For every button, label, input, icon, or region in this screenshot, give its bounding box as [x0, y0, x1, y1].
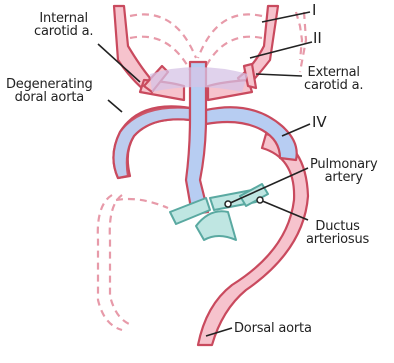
degenerating-line-2: doral aorta [6, 91, 93, 104]
arch-1-degenerated-right [198, 14, 262, 58]
ductus-dot [257, 197, 263, 203]
vessels-pink [114, 6, 308, 345]
arch-1-degenerated-left [130, 14, 196, 58]
arch-4-text: IV [312, 116, 327, 129]
arch-2-text: II [313, 32, 322, 45]
external-carotid-line-2: carotid a. [304, 79, 363, 92]
right-internal-carotid [114, 6, 150, 90]
arch-6-right-degenerated [116, 199, 168, 208]
leader-degenerating-dorsal [108, 100, 122, 112]
pulmonary-trunk [196, 211, 236, 240]
arch-1-text: I [312, 4, 316, 17]
right-arch-4-blue [113, 108, 190, 179]
label-degenerating-dorsal-aorta: Degenerating doral aorta [6, 78, 93, 104]
left-arch-4-blue [206, 107, 297, 160]
left-dorsal-degenerated-upper [296, 12, 302, 60]
label-pulmonary-artery: Pulmonary artery [310, 158, 378, 184]
label-ductus-arteriosus: Ductus arteriosus [306, 220, 369, 246]
pulmonary-dot [225, 201, 231, 207]
label-arch-4: IV [312, 116, 327, 129]
dorsal-aorta-text: Dorsal aorta [234, 322, 312, 335]
leader-arch-2 [250, 42, 312, 58]
label-internal-carotid: Internal carotid a. [34, 12, 93, 38]
ductus-line-2: arteriosus [306, 233, 369, 246]
leader-external-carotid [256, 74, 302, 76]
label-arch-2: II [313, 32, 322, 45]
dorsal-aorta [198, 134, 308, 345]
label-external-carotid: External carotid a. [304, 66, 363, 92]
right-dorsal-degenerated-b [110, 195, 132, 325]
internal-carotid-line-2: carotid a. [34, 25, 93, 38]
right-dorsal-degenerated-a [98, 195, 122, 330]
label-arch-1: I [312, 4, 316, 17]
label-dorsal-aorta: Dorsal aorta [234, 322, 312, 335]
pulmonary-line-2: artery [310, 171, 378, 184]
